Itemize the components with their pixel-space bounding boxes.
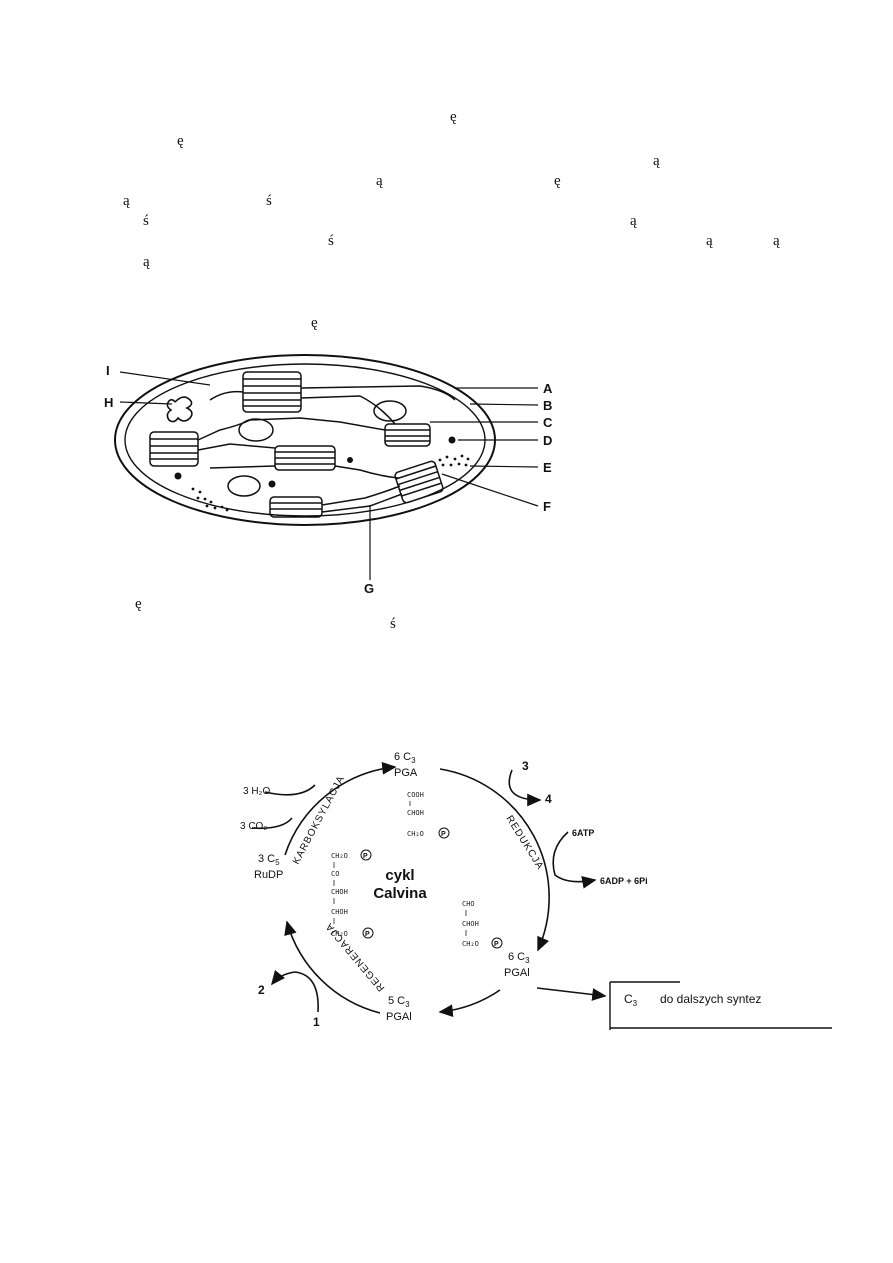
label-d: D bbox=[543, 433, 553, 448]
pgal5-label: PGAl bbox=[386, 1011, 412, 1023]
pgal6-label: PGAl bbox=[504, 967, 530, 979]
calvin-title-line1: cykl bbox=[385, 867, 414, 884]
label-b: B bbox=[543, 398, 553, 413]
co2-arrow bbox=[251, 817, 293, 830]
glyph: ę bbox=[135, 596, 142, 612]
granum bbox=[394, 460, 444, 504]
glyph: ą bbox=[773, 233, 780, 249]
cycle-arc-carboxylation bbox=[284, 761, 397, 856]
svg-text:CH₂O: CH₂O bbox=[331, 852, 348, 860]
label-e: E bbox=[543, 460, 552, 475]
cycle-arc-reduction bbox=[439, 768, 550, 952]
number-4: 4 bbox=[545, 792, 552, 806]
svg-text:P: P bbox=[365, 931, 370, 938]
glyph: ą bbox=[123, 193, 130, 209]
pgal6-count: 6 C3 bbox=[508, 951, 530, 965]
glyph: ą bbox=[706, 233, 713, 249]
output-box-c: C3 bbox=[624, 992, 638, 1008]
glyph: ę bbox=[554, 173, 561, 189]
atp-arrow bbox=[552, 831, 597, 889]
pga-label: PGA bbox=[394, 767, 418, 779]
calvin-title-line2: Calvina bbox=[373, 885, 427, 902]
plastoglobule bbox=[174, 436, 456, 488]
svg-text:P: P bbox=[363, 853, 368, 860]
glyph: ą bbox=[630, 213, 637, 229]
pga-formula: COOH CHOH CH₂O P bbox=[407, 791, 450, 839]
water-arrow bbox=[264, 784, 316, 796]
svg-text:CH₂O: CH₂O bbox=[407, 830, 424, 838]
input-water: 3 H₂O bbox=[243, 786, 270, 797]
granum bbox=[384, 423, 431, 447]
label-h: H bbox=[104, 395, 114, 410]
label-i: I bbox=[106, 363, 110, 378]
glyph: ś bbox=[266, 193, 272, 209]
glyph: ś bbox=[328, 233, 334, 249]
svg-text:CO: CO bbox=[331, 870, 339, 878]
phase-reduction: REDUKCJA bbox=[503, 814, 545, 872]
glyph: ś bbox=[143, 213, 149, 229]
leader-lines bbox=[119, 371, 539, 580]
svg-text:P: P bbox=[494, 941, 499, 948]
cycle-arc-regeneration-a bbox=[438, 989, 501, 1018]
glyph: ą bbox=[653, 153, 660, 169]
label-a: A bbox=[543, 381, 553, 396]
number-1: 1 bbox=[313, 1015, 320, 1029]
thylakoid-lamellae bbox=[197, 385, 456, 513]
svg-text:CHO: CHO bbox=[462, 900, 475, 908]
input-atp: 6ATP bbox=[572, 828, 594, 838]
output-box bbox=[609, 981, 832, 1030]
output-box-text: do dalszych syntez bbox=[660, 992, 761, 1006]
ribosomes bbox=[191, 454, 470, 512]
svg-text:CH₂O: CH₂O bbox=[462, 940, 479, 948]
number-2: 2 bbox=[258, 983, 265, 997]
glyph: ę bbox=[311, 315, 318, 331]
granum bbox=[274, 445, 336, 471]
glyph: ę bbox=[177, 133, 184, 149]
label-g: G bbox=[364, 581, 375, 596]
arrow-3-4 bbox=[508, 769, 542, 807]
pgal-formula: CHO CHOH CH₂O P bbox=[462, 900, 503, 949]
label-c: C bbox=[543, 415, 553, 430]
label-f: F bbox=[543, 499, 551, 514]
granum bbox=[149, 431, 199, 467]
input-co2: 3 CO₂ bbox=[240, 821, 267, 832]
glyph: ą bbox=[376, 173, 383, 189]
rudp-count: 3 C5 bbox=[258, 853, 280, 867]
svg-text:CHOH: CHOH bbox=[331, 908, 348, 916]
svg-text:CHOH: CHOH bbox=[331, 888, 348, 896]
starch-grain bbox=[227, 400, 407, 497]
output-arrow bbox=[536, 987, 607, 1001]
svg-text:CH₂O: CH₂O bbox=[331, 930, 348, 938]
svg-text:P: P bbox=[441, 831, 446, 838]
svg-text:CHOH: CHOH bbox=[407, 809, 424, 817]
pga-count: 6 C3 bbox=[394, 751, 416, 765]
svg-text:COOH: COOH bbox=[407, 791, 424, 799]
rudp-label: RuDP bbox=[254, 869, 283, 881]
glyph: ą bbox=[143, 254, 150, 270]
glyph: ś bbox=[390, 616, 396, 632]
arrow-1-2 bbox=[270, 970, 319, 1013]
granum bbox=[269, 496, 323, 518]
svg-text:CHOH: CHOH bbox=[462, 920, 479, 928]
output-adp: 6ADP + 6Pi bbox=[600, 876, 648, 886]
rudp-formula: CH₂O P CO CHOH CHOH CH₂O P bbox=[331, 849, 374, 939]
cycle-arc-regeneration-b bbox=[284, 920, 381, 1014]
number-3: 3 bbox=[522, 759, 529, 773]
pgal5-count: 5 C3 bbox=[388, 995, 410, 1009]
glyph: ę bbox=[450, 109, 457, 125]
granum bbox=[242, 371, 302, 413]
